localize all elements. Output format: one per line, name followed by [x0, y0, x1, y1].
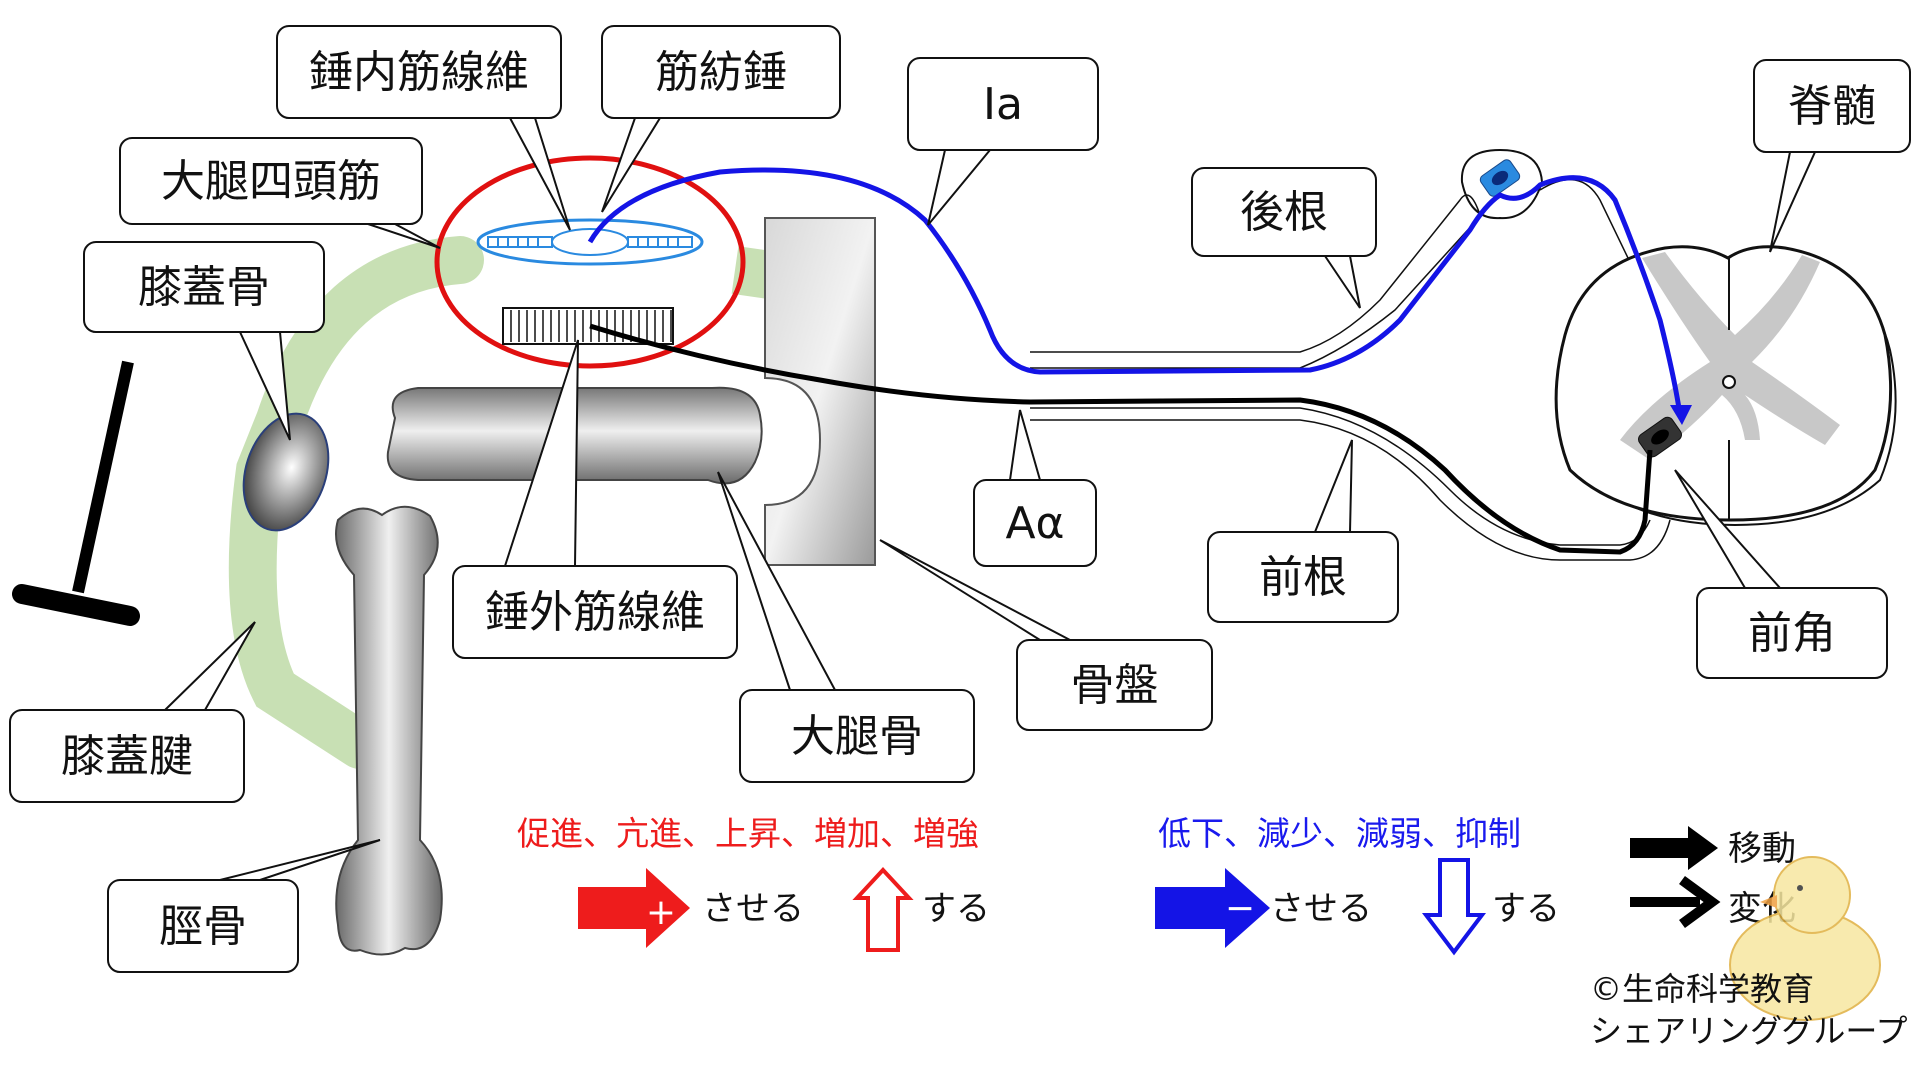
label-pelvis: 骨盤: [879, 539, 1213, 731]
label-tibia-box: [107, 879, 299, 973]
a-alpha-efferent-fiber: [589, 323, 1653, 555]
minus-sign: −: [1225, 888, 1255, 929]
legend-increase-words: 促進、亢進、上昇、増加、増強: [517, 814, 979, 853]
label-intrafusal-fiber-text: 錘内筋線維: [309, 47, 529, 98]
spinal-cord: [1554, 245, 1897, 527]
label-dorsal-root-pointer: [1323, 255, 1361, 309]
legend-cause-increase: させる: [702, 889, 804, 929]
label-patellar-tendon-text: 膝蓋腱: [61, 731, 193, 782]
label-quadriceps-box: [119, 137, 423, 225]
quadriceps-outline: [434, 155, 746, 369]
minus-arrow-icon: [1155, 868, 1270, 948]
ia-arrowhead: [1670, 405, 1692, 425]
reflex-hammer: [12, 360, 140, 626]
tibia-shape: [335, 505, 443, 956]
motor-neuron: [1638, 416, 1682, 458]
up-arrow-icon: [852, 867, 914, 952]
label-quadriceps: 大腿四頭筋: [119, 137, 441, 249]
down-arrow-icon: [1421, 858, 1487, 956]
label-dorsal-root-text: 後根: [1240, 187, 1328, 238]
label-intrafusal-fiber-box: [276, 25, 562, 119]
label-ia-pointer: [927, 149, 993, 226]
label-patella-box: [83, 241, 325, 333]
label-spinal-cord-box: [1753, 59, 1911, 153]
change-arrow-icon: [1630, 875, 1721, 929]
legend-cause-decrease: させる: [1270, 889, 1372, 929]
label-spinal-cord-pointer: [1769, 151, 1817, 253]
label-muscle-spindle: 筋紡錘: [601, 25, 841, 213]
ia-afferent-fiber: [587, 167, 1683, 416]
label-a-alpha-box: [973, 479, 1097, 567]
label-quadriceps-pointer: [367, 223, 441, 249]
label-tibia-text: 脛骨: [159, 901, 247, 952]
move-arrow-icon: [1630, 826, 1718, 870]
label-ventral-root-pointer: [1313, 439, 1353, 533]
credit-line2: シェアリンググループ: [1590, 1012, 1907, 1050]
label-femur-text: 大腿骨: [791, 711, 923, 762]
label-intrafusal-fiber-pointer: [508, 117, 571, 231]
label-spinal-cord-text: 脊髄: [1788, 81, 1876, 132]
label-ventral-horn: 前角: [1674, 469, 1888, 679]
plus-sign: +: [646, 892, 676, 933]
label-patella: 膝蓋骨: [83, 241, 325, 441]
label-pelvis-box: [1016, 639, 1213, 731]
label-pelvis-text: 骨盤: [1071, 660, 1159, 711]
legend-do-decrease: する: [1492, 889, 1560, 929]
label-patella-text: 膝蓋骨: [138, 262, 270, 313]
legend-do-increase: する: [922, 889, 990, 929]
label-femur: 大腿骨: [717, 471, 975, 783]
label-intrafusal-fiber: 錘内筋線維: [276, 25, 571, 231]
label-dorsal-root-box: [1191, 167, 1377, 257]
label-a-alpha: Aα: [973, 409, 1097, 567]
legend-move: 移動: [1728, 829, 1796, 869]
label-extrafusal-fiber-box: [452, 565, 738, 659]
label-muscle-spindle-box: [601, 25, 841, 119]
label-ventral-horn-box: [1696, 587, 1888, 679]
credit-line1: ©生命科学教育: [1590, 970, 1814, 1008]
dorsal-root-ganglion: [1460, 148, 1544, 220]
ventral-root-sheath: [1030, 407, 1671, 561]
label-ia-box: [907, 57, 1099, 151]
patella-shape: [242, 412, 330, 532]
chick-mascot: [1729, 856, 1881, 1021]
label-ventral-root: 前根: [1207, 439, 1399, 623]
legend: 促進、亢進、上昇、増加、増強 低下、減少、減弱、抑制 + させる する − させ…: [517, 814, 1796, 956]
label-ia-text: Ia: [983, 79, 1023, 130]
label-dorsal-root: 後根: [1191, 167, 1377, 309]
label-ventral-root-text: 前根: [1259, 552, 1347, 603]
label-tibia: 脛骨: [107, 839, 381, 973]
label-patellar-tendon-box: [9, 709, 245, 803]
dorsal-root-sheath: [1030, 178, 1629, 369]
label-muscle-spindle-text: 筋紡錘: [655, 47, 787, 98]
muscle-spindle: [476, 218, 704, 266]
label-ventral-horn-text: 前角: [1748, 608, 1836, 659]
label-quadriceps-text: 大腿四頭筋: [161, 156, 381, 207]
label-spinal-cord: 脊髄: [1753, 59, 1911, 253]
pelvis-shape: [764, 217, 876, 566]
label-a-alpha-text: Aα: [1005, 498, 1064, 549]
label-ia: Ia: [907, 57, 1099, 226]
label-extrafusal-fiber: 錘外筋線維: [452, 339, 738, 659]
label-extrafusal-fiber-text: 錘外筋線維: [485, 587, 705, 638]
label-femur-box: [739, 689, 975, 783]
label-ventral-root-box: [1207, 531, 1399, 623]
plus-arrow-icon: [578, 868, 690, 948]
legend-decrease-words: 低下、減少、減弱、抑制: [1158, 814, 1521, 853]
extrafusal-fiber-box: [502, 307, 674, 345]
label-patellar-tendon: 膝蓋腱: [9, 621, 256, 803]
